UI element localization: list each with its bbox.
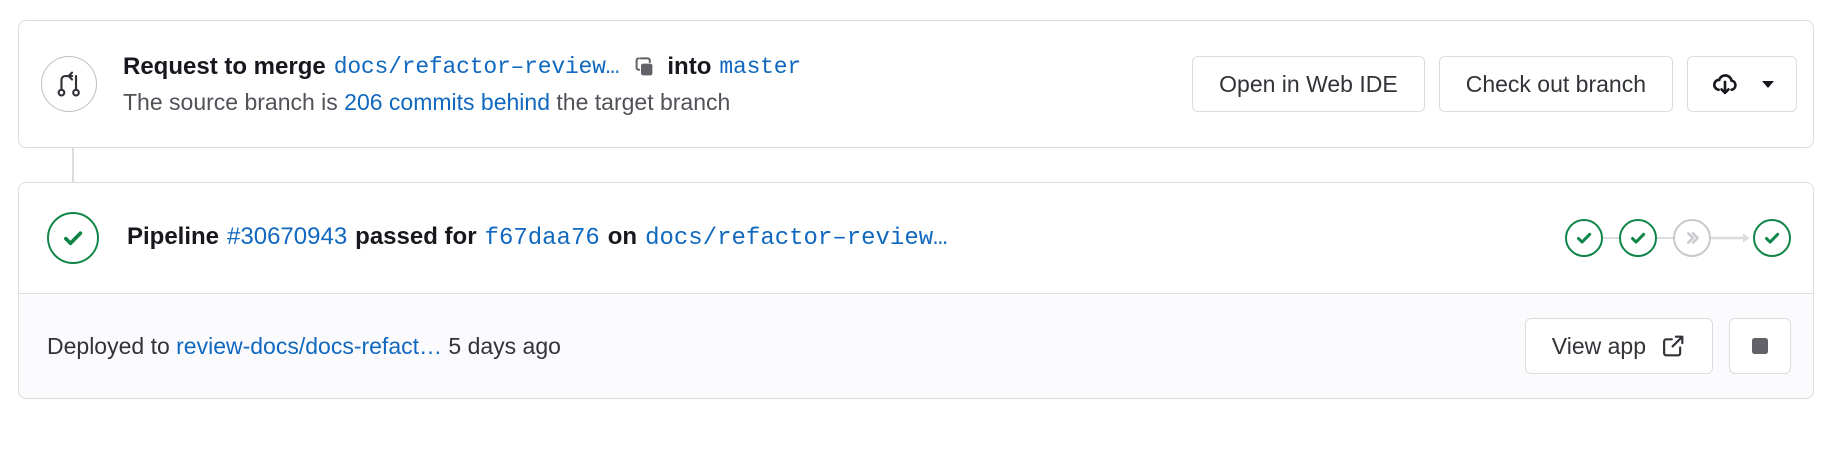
view-app-label: View app bbox=[1551, 332, 1646, 359]
request-to-merge-label: Request to merge bbox=[123, 52, 326, 80]
stop-square-icon bbox=[1752, 338, 1768, 354]
source-branch-link[interactable]: docs/refactor–review… bbox=[333, 53, 620, 80]
pipeline-stages bbox=[1565, 219, 1791, 257]
branch-status-prefix: The source branch is bbox=[123, 88, 338, 115]
check-out-branch-button[interactable]: Check out branch bbox=[1438, 56, 1673, 112]
pipeline-branch-link[interactable]: docs/refactor–review… bbox=[645, 225, 948, 252]
copy-branch-name-button[interactable] bbox=[629, 52, 659, 82]
pipeline-label: Pipeline bbox=[127, 223, 220, 250]
pipeline-stage-1[interactable] bbox=[1565, 219, 1603, 257]
into-label: into bbox=[667, 52, 712, 80]
pipeline-status-icon bbox=[47, 212, 99, 264]
merge-request-icon bbox=[41, 56, 97, 112]
copy-icon bbox=[635, 56, 653, 75]
check-icon bbox=[1577, 232, 1592, 244]
deployment-timestamp: 5 days ago bbox=[448, 333, 561, 359]
branch-status-line: The source branch is 206 commits behind … bbox=[123, 87, 1168, 117]
merge-request-body: Request to merge docs/refactor–review… i… bbox=[123, 52, 1168, 117]
open-in-web-ide-button[interactable]: Open in Web IDE bbox=[1192, 56, 1425, 112]
chevron-down-icon bbox=[1762, 81, 1774, 88]
pipeline-stage-3[interactable] bbox=[1673, 219, 1711, 257]
card-connector-line bbox=[72, 148, 74, 184]
merge-request-title-line: Request to merge docs/refactor–review… i… bbox=[123, 52, 1168, 82]
arrow-right-icon bbox=[1711, 233, 1750, 243]
environment-link[interactable]: review-docs/docs-refact… bbox=[176, 333, 442, 359]
pipeline-stage-2[interactable] bbox=[1619, 219, 1657, 257]
pipeline-id-link[interactable]: #30670943 bbox=[227, 223, 348, 250]
commit-sha-link[interactable]: f67daa76 bbox=[484, 225, 600, 252]
deployment-text: Deployed to review-docs/docs-refact… 5 d… bbox=[47, 332, 1525, 360]
deployment-actions: View app bbox=[1524, 318, 1791, 374]
pipeline-result-text: passed for bbox=[355, 223, 477, 250]
commits-behind-link[interactable]: 206 commits behind bbox=[344, 88, 551, 115]
deployment-row: Deployed to review-docs/docs-refact… 5 d… bbox=[19, 293, 1813, 398]
target-branch-link[interactable]: master bbox=[719, 53, 801, 80]
external-link-icon bbox=[1663, 335, 1684, 357]
stop-environment-button[interactable] bbox=[1729, 318, 1791, 374]
branch-status-suffix: the target branch bbox=[556, 88, 731, 115]
deployed-to-label: Deployed to bbox=[47, 333, 170, 359]
merge-request-actions: Open in Web IDE Check out branch bbox=[1192, 56, 1797, 112]
check-icon bbox=[1765, 232, 1780, 244]
merge-request-card: Request to merge docs/refactor–review… i… bbox=[18, 20, 1814, 148]
stage-connector-1 bbox=[1603, 237, 1619, 239]
stage-connector-3 bbox=[1711, 232, 1753, 244]
pipeline-on-label: on bbox=[607, 223, 638, 250]
cloud-download-icon bbox=[1713, 74, 1737, 95]
download-code-dropdown-button[interactable] bbox=[1687, 56, 1797, 112]
stage-connector-2 bbox=[1657, 237, 1673, 239]
view-app-button[interactable]: View app bbox=[1524, 318, 1713, 374]
pipeline-stage-4[interactable] bbox=[1753, 219, 1791, 257]
check-icon bbox=[1631, 232, 1646, 244]
skipped-icon bbox=[1687, 232, 1699, 244]
